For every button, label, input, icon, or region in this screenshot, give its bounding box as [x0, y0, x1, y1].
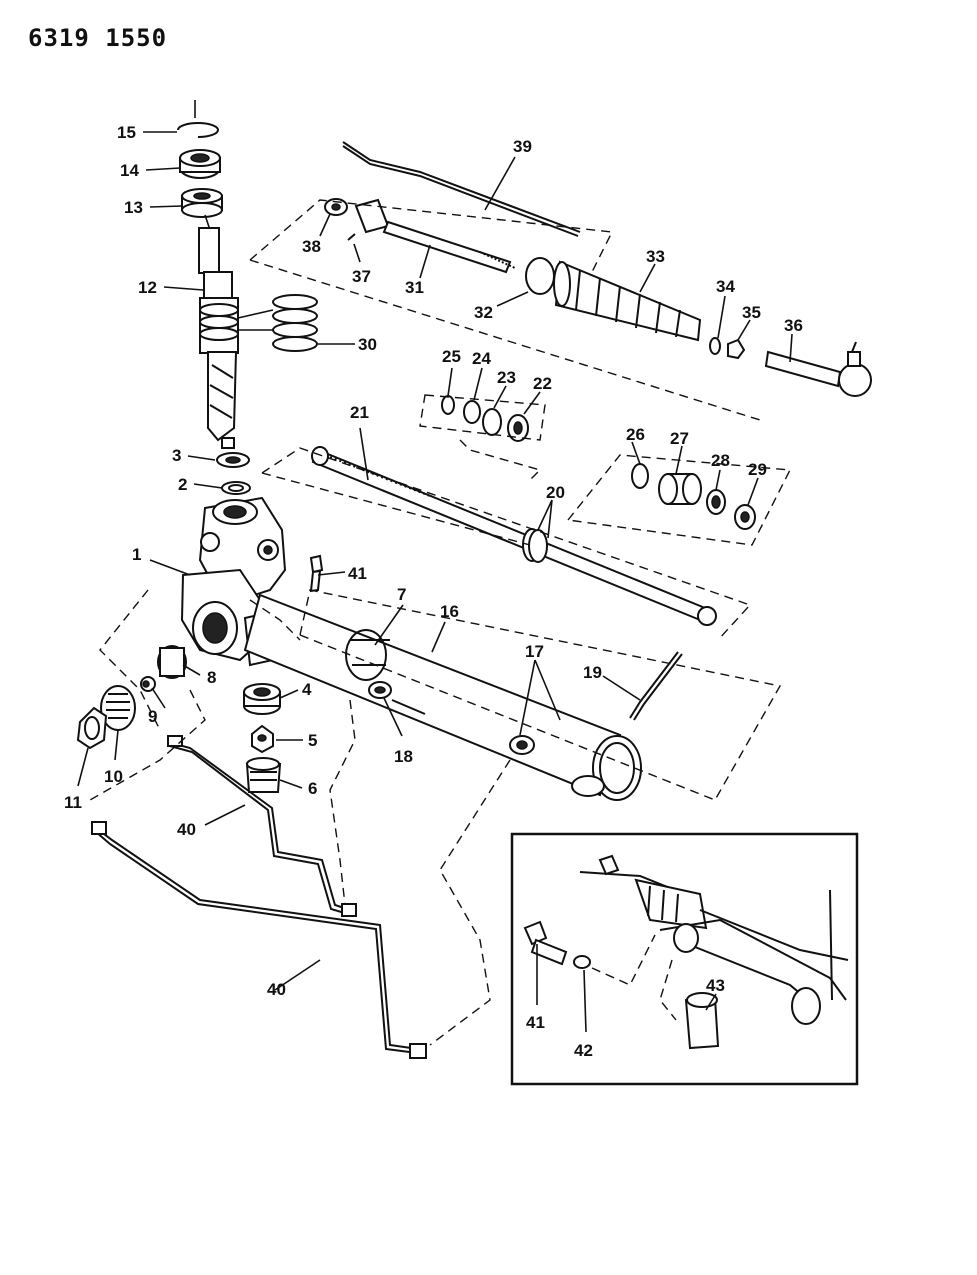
callout-8: 8 [207, 668, 216, 687]
part-35-nut [727, 338, 746, 360]
part-11-locknut [76, 706, 108, 750]
part-30-ring-set [237, 294, 318, 352]
callout-7: 7 [397, 585, 406, 604]
part-41-bolt [309, 554, 324, 593]
callout-19: 19 [583, 663, 602, 682]
dashed-group-lines [89, 199, 792, 1046]
callout-27: 27 [670, 429, 689, 448]
callout-26: 26 [626, 425, 645, 444]
part-6-cap [245, 757, 282, 793]
callout-17: 17 [525, 642, 544, 661]
callout-14: 14 [120, 161, 139, 180]
callout-6: 6 [308, 779, 317, 798]
parts-26-29-bushing-set [631, 463, 756, 530]
pinion-column [177, 100, 251, 495]
callout-35: 35 [742, 303, 761, 322]
callout-39: 39 [513, 137, 532, 156]
part-40-line-b [91, 821, 427, 1059]
part-33-boot [553, 260, 702, 342]
callout-4: 4 [302, 680, 312, 699]
callout-34: 34 [716, 277, 735, 296]
inset-part-42-washer [573, 955, 591, 969]
part-19-clip [629, 651, 683, 721]
callout-12: 12 [138, 278, 157, 297]
part-3-seal [216, 452, 250, 468]
part-40-line-a [167, 735, 357, 917]
part-1-housing [180, 496, 287, 667]
part-14-seal [179, 149, 221, 179]
callout-24: 24 [472, 349, 491, 368]
part-34-clamp [709, 337, 721, 355]
callout-36: 36 [784, 316, 803, 335]
callout-38: 38 [302, 237, 321, 256]
callout-30: 30 [358, 335, 377, 354]
inset-callout-41: 41 [526, 1013, 545, 1032]
callout-22: 22 [533, 374, 552, 393]
callout-40-upper: 40 [177, 820, 196, 839]
document-id: 6319 1550 [28, 24, 168, 52]
callout-2: 2 [178, 475, 187, 494]
callout-1: 1 [132, 545, 141, 564]
part-17-fitting [509, 735, 535, 755]
part-31-inner-tie-rod [354, 198, 516, 274]
part-39-tube [342, 141, 581, 237]
callout-33: 33 [646, 247, 665, 266]
callout-10: 10 [104, 767, 123, 786]
parts-22-25-seal-rings [441, 395, 529, 442]
inset-callout-43: 43 [706, 976, 725, 995]
part-15-snap-ring [177, 122, 219, 138]
leader-lines [77, 131, 793, 1033]
callout-37: 37 [352, 267, 371, 286]
callout-40-lower: 40 [267, 980, 286, 999]
callout-5: 5 [308, 731, 317, 750]
part-12-pinion-shaft [198, 227, 239, 449]
part-5-nut [251, 724, 274, 754]
callout-labels: 15 14 13 12 30 3 2 1 41 39 38 37 31 32 3… [64, 123, 803, 1060]
callout-3: 3 [172, 446, 181, 465]
callout-21: 21 [350, 403, 369, 422]
part-36-tie-rod-end [764, 341, 872, 397]
part-4-bushing [243, 683, 281, 715]
callout-25: 25 [442, 347, 461, 366]
part-13-bearing [181, 188, 223, 218]
part-37-pin [347, 233, 356, 241]
inset-callout-42: 42 [574, 1041, 593, 1060]
callout-32: 32 [474, 303, 493, 322]
part-18-fitting [368, 681, 426, 715]
part-9-spring [140, 676, 156, 692]
callout-29: 29 [748, 460, 767, 479]
callout-23: 23 [497, 368, 516, 387]
callout-9: 9 [148, 707, 157, 726]
part-38-washer [324, 198, 348, 216]
part-32-clamp [525, 257, 555, 295]
part-20-piston [522, 528, 548, 563]
callout-13: 13 [124, 198, 143, 217]
part-2-ring [221, 481, 251, 495]
callout-16: 16 [440, 602, 459, 621]
part-21-rack [311, 446, 717, 626]
inset-part-41-bolt [523, 920, 568, 966]
part-8-yoke [157, 645, 187, 679]
callout-41: 41 [348, 564, 367, 583]
callout-15: 15 [117, 123, 136, 142]
callout-11: 11 [64, 793, 82, 812]
inset-detail [510, 832, 859, 1086]
part-27-bushing [658, 473, 702, 505]
callout-20: 20 [546, 483, 565, 502]
callout-28: 28 [711, 451, 730, 470]
callout-18: 18 [394, 747, 413, 766]
callout-31: 31 [405, 278, 424, 297]
